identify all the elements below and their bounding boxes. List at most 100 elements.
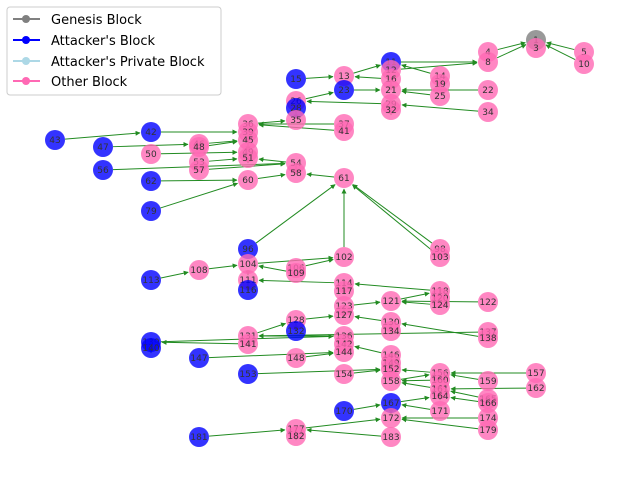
block-label-28: 28 [290,104,302,114]
edge-13-to-11 [353,64,381,74]
block-label-103: 103 [431,253,448,263]
legend-label-other: Other Block [51,75,128,90]
edge-159-to-156 [450,373,479,380]
edge-154-to-152 [353,368,381,374]
block-node-8: 8 [478,52,498,72]
edge-29-to-26 [306,98,382,105]
edge-61-to-58 [306,172,335,178]
block-label-13: 13 [338,72,349,82]
edge-36-to-35 [257,118,286,124]
legend-item-private: Attacker's Private Block [13,55,205,70]
block-marker-154 [334,364,354,384]
block-label-153: 153 [239,370,256,380]
block-node-116: 116 [238,280,258,300]
block-marker-172 [381,408,401,428]
block-marker-179 [478,420,498,440]
legend-label-genesis: Genesis Block [51,13,142,28]
block-marker-109 [286,263,306,283]
edge-148-to-144 [305,351,334,358]
block-node-154: 154 [334,364,354,384]
block-marker-10 [574,54,594,74]
legend: Genesis Block Attacker's Block Attacker'… [6,6,222,96]
block-node-108: 108 [189,260,209,280]
block-marker-15 [286,69,306,89]
edge-34-to-29 [401,102,479,112]
edge-43-to-42 [64,130,141,140]
block-label-147: 147 [190,354,207,364]
block-node-122: 122 [478,292,498,312]
block-label-34: 34 [482,108,494,118]
block-marker-147 [189,348,209,368]
block-label-41: 41 [338,127,349,137]
block-label-16: 16 [385,75,397,85]
legend-label-private: Attacker's Private Block [51,55,205,70]
edge-141-to-139 [161,339,239,345]
block-marker-140 [141,338,161,358]
edge-16-to-13 [354,74,382,80]
block-node-10: 10 [574,54,594,74]
block-node-13: 13 [334,66,354,86]
edge-62-to-60 [160,177,238,183]
block-node-117: 117 [334,281,354,301]
block-marker-60 [238,170,258,190]
block-marker-13 [334,66,354,86]
block-marker-170 [334,401,354,421]
block-label-23: 23 [338,86,349,96]
block-label-138: 138 [479,334,496,344]
edge-14-to-11 [401,63,431,74]
edge-8-to-1 [496,44,527,59]
block-marker-61 [334,168,354,188]
edge-26-to-23 [305,91,334,100]
block-label-96: 96 [242,245,254,255]
block-label-124: 124 [431,301,448,311]
block-node-15: 15 [286,69,306,89]
block-marker-25 [430,86,450,106]
legend-frame [6,6,222,96]
block-node-183: 183 [381,427,401,447]
edge-166-to-164 [450,395,479,403]
block-node-25: 25 [430,86,450,106]
edge-183-to-177 [306,427,382,437]
block-label-134: 134 [382,327,399,337]
block-label-108: 108 [190,266,207,276]
block-marker-8 [478,52,498,72]
block-marker-141 [238,334,258,354]
block-label-56: 56 [97,166,109,176]
block-marker-51 [238,148,258,168]
block-label-62: 62 [145,177,156,187]
legend-marker-attacker [22,36,30,44]
edge-146-to-142 [354,345,382,354]
block-marker-62 [141,171,161,191]
block-node-147: 147 [189,348,209,368]
block-label-174: 174 [479,414,496,424]
block-marker-164 [430,386,450,406]
edge-48-to-45 [208,139,238,147]
block-node-47: 47 [93,137,113,157]
block-label-57: 57 [193,166,204,176]
block-marker-32 [381,100,401,120]
edge-113-to-108 [160,270,189,279]
block-node-32: 32 [381,100,401,120]
block-node-166: 166 [478,393,498,413]
block-node-144: 144 [334,342,354,362]
block-label-19: 19 [434,80,446,90]
block-marker-34 [478,102,498,122]
edge-181-to-177 [208,427,286,437]
block-node-132: 132 [286,321,306,341]
block-node-56: 56 [93,160,113,180]
block-marker-48 [189,137,209,157]
block-node-51: 51 [238,148,258,168]
edge-138-to-130 [401,322,479,337]
block-node-162: 162 [526,378,546,398]
edge-96-to-61 [255,184,336,244]
block-label-154: 154 [335,370,352,380]
block-label-10: 10 [578,60,590,70]
block-marker-162 [526,378,546,398]
block-marker-35 [286,110,306,130]
block-label-60: 60 [242,176,254,186]
block-marker-23 [334,80,354,100]
legend-label-attacker: Attacker's Block [51,34,155,49]
legend-marker-private [22,57,30,65]
block-label-132: 132 [287,327,304,337]
